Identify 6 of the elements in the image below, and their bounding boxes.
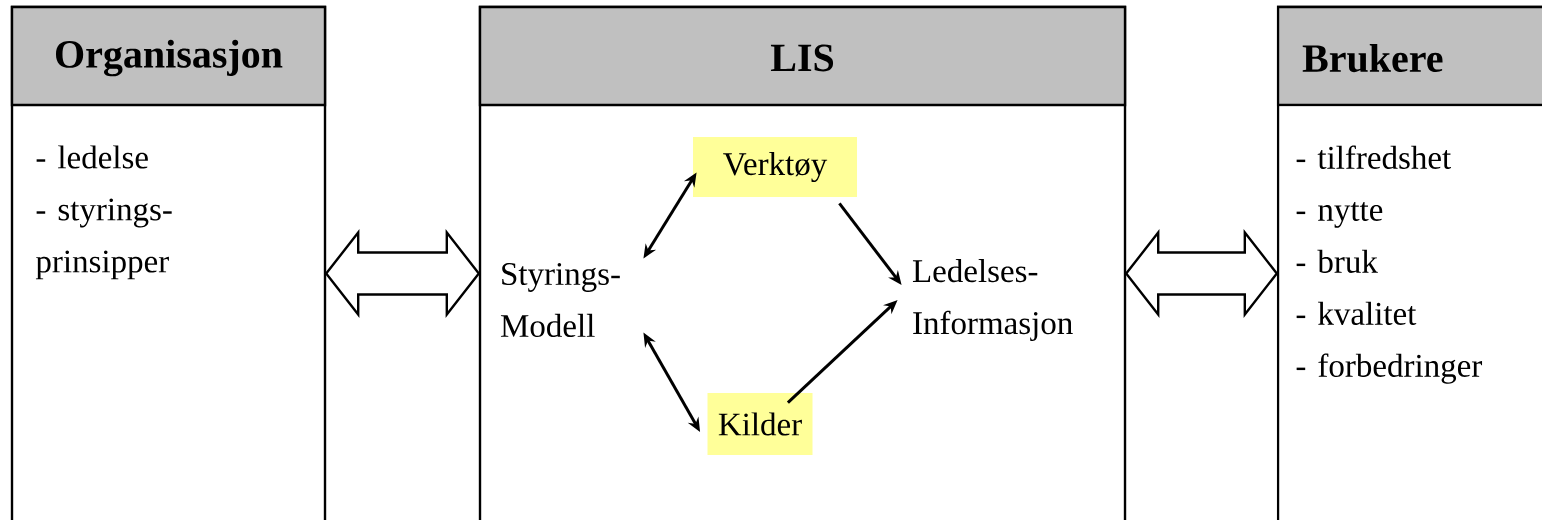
label-text: Styrings- Modell xyxy=(500,262,620,338)
highlight-box: Verktøy xyxy=(693,137,857,197)
label-text: Ledelses- Informasjon xyxy=(912,259,1073,341)
panel: Brukere - tilfredshet - nytte - bruk - kvalitet - forbedringer xyxy=(1276,5,1542,520)
panel: Organisasjon - ledelse - styrings- prinsipper xyxy=(10,5,327,520)
highlight-box: Kilder xyxy=(707,393,813,455)
